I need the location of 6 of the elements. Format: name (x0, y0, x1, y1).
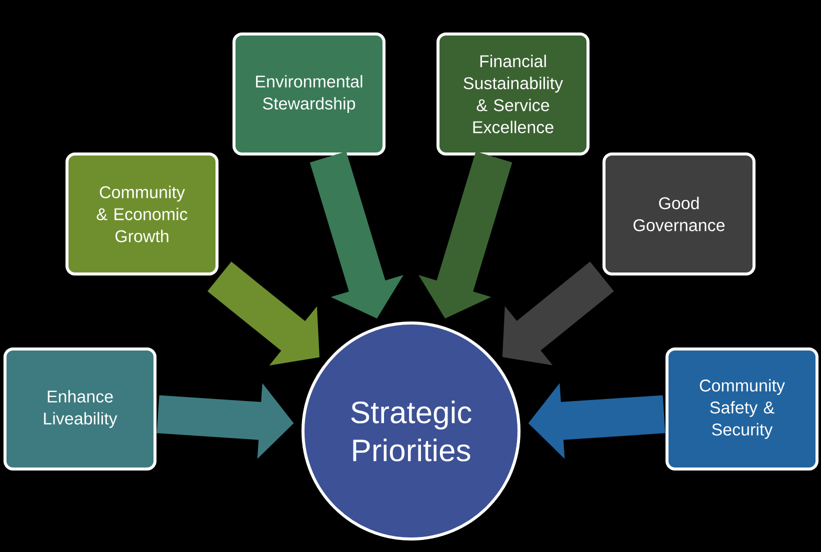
priority-box: Environmental Stewardship (232, 32, 386, 156)
priority-box: Good Governance (602, 152, 756, 276)
priority-box: Financial Sustainability & Service Excellence (436, 32, 590, 156)
priority-box: Enhance Liveability (4, 348, 156, 470)
priority-box: Community & Economic Growth (66, 152, 218, 276)
priority-box: Community Safety & Security (666, 348, 818, 470)
